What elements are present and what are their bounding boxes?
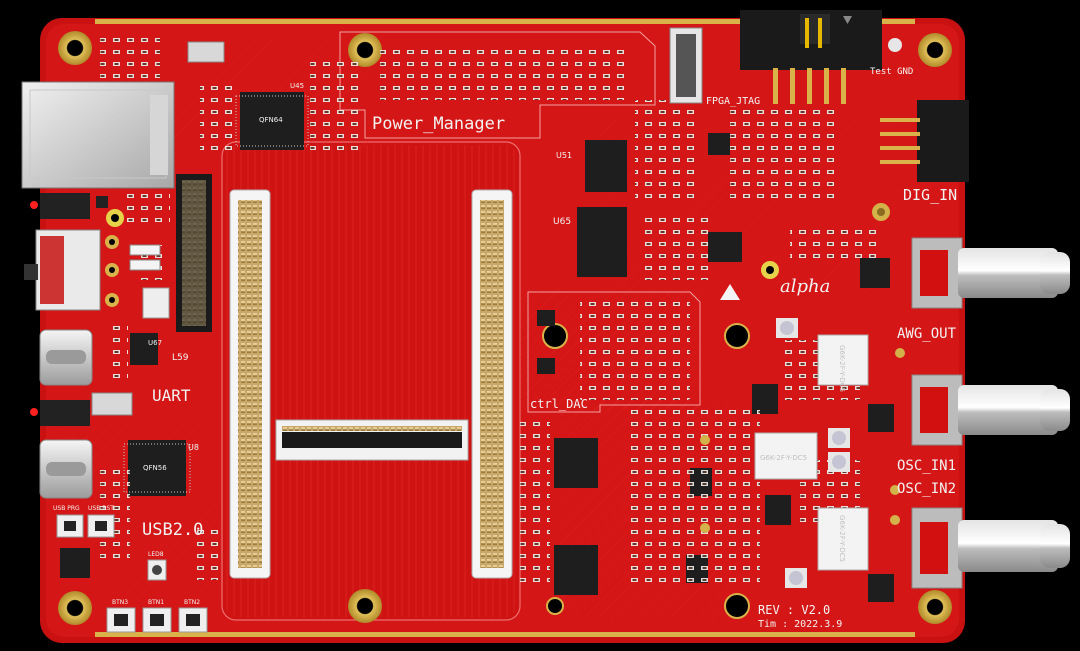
label-uart: UART [152, 386, 191, 405]
label-test-gnd: Test GND [870, 67, 913, 77]
chip-label-u45: U45 [290, 82, 304, 90]
ic-qfn64-u45 [235, 92, 309, 150]
bottom-edge-strip [95, 632, 915, 637]
label-fpga-jtag: FPGA_JTAG [706, 96, 760, 107]
trim-pot [828, 452, 850, 472]
ethernet-jack [21, 81, 175, 189]
label-btn1: BTN1 [148, 599, 164, 606]
label-btn3: BTN3 [112, 599, 128, 606]
button-btn3 [106, 607, 136, 633]
fpc-connector [275, 419, 469, 461]
jst-connector [142, 287, 170, 319]
mounting-hole [918, 590, 952, 624]
chip-label-qfn64: QFN64 [259, 116, 283, 124]
mounting-hole [918, 33, 952, 67]
fpga-jtag-header [669, 27, 703, 104]
silkscreen-labels: Power_Manager FPGA_JTAG Test GND DIG_IN … [53, 67, 957, 630]
usb-c-uart-connector [39, 329, 93, 386]
via-hole [724, 323, 750, 349]
esd-warning-icon [720, 284, 740, 300]
mounting-hole [58, 591, 92, 625]
label-usb-prg: USB PRG [53, 505, 80, 512]
ic-adc-2 [554, 545, 598, 595]
label-btn2: BTN2 [184, 599, 200, 606]
label-dig-in: DIG_IN [903, 186, 957, 204]
bnc-osc-in1 [911, 374, 1070, 446]
box-header [740, 10, 902, 104]
button-usb-rst [87, 514, 115, 538]
trim-pot [776, 318, 798, 338]
trim-pot [785, 568, 807, 588]
ic-adc-1 [554, 438, 598, 488]
ic-small [752, 384, 778, 414]
trim-pot [828, 428, 850, 448]
label-ctrl-dac: ctrl_DAC [530, 397, 588, 411]
usb-c-usb2-connector [39, 439, 93, 499]
label-usb-rst: USB RST [88, 505, 114, 512]
label-tim: Tim : 2022.3.9 [758, 619, 842, 630]
top-edge-strip [95, 19, 915, 24]
label-usb2: USB2.0 [142, 520, 203, 540]
ic-small [537, 358, 555, 374]
board-connector-right [471, 189, 513, 579]
ic-qfn56-u8 [123, 440, 191, 496]
led8 [147, 559, 167, 581]
mounting-holes [58, 31, 952, 625]
ic-small [708, 232, 742, 262]
ctrl-dac-outline [527, 291, 701, 413]
label-osc-in2: OSC_IN2 [897, 481, 956, 497]
ic-small [60, 548, 90, 578]
bnc-osc-in2 [911, 507, 1070, 589]
ic-small [708, 133, 730, 155]
push-buttons [56, 514, 208, 633]
label-power-manager: Power_Manager [372, 114, 505, 134]
ic-small [868, 404, 894, 432]
mounting-hole [348, 589, 382, 623]
power-switch [24, 229, 119, 311]
ic-chips [60, 92, 894, 602]
dig-in-header [880, 100, 969, 182]
ic-small [537, 310, 555, 326]
ic-u65 [577, 207, 627, 277]
via-hole [542, 323, 568, 349]
label-alpha-logo: alpha [780, 276, 830, 297]
chip-label-qfn56: QFN56 [143, 464, 167, 472]
label-awg-out: AWG_OUT [897, 326, 957, 342]
chip-label-u8: U8 [188, 443, 199, 452]
button-usb-prg [56, 514, 84, 538]
trim-pots [776, 318, 850, 588]
relay-1-label: G6K-2F-Y-DC5 [838, 345, 846, 392]
smd-components [100, 38, 880, 590]
button-btn1 [142, 607, 172, 633]
ic-small [868, 574, 894, 602]
relay-1 [817, 334, 869, 386]
bnc-awg-out [911, 237, 1070, 309]
label-led8: LED8 [148, 551, 164, 558]
relay-2 [754, 432, 818, 480]
jumper-headers [30, 193, 779, 426]
via-hole [724, 593, 750, 619]
vertical-pin-header [176, 174, 212, 332]
button-btn2 [178, 607, 208, 633]
relay-3-label: G6K-2F-Y-DC5 [838, 515, 846, 562]
chip-label-u51: U51 [556, 151, 572, 160]
ic-u51 [585, 140, 627, 192]
ic-small [765, 495, 791, 525]
relay-2-label: G6K-2F-Y-DC5 [760, 454, 807, 462]
label-rev: REV : V2.0 [758, 603, 830, 617]
inductors [91, 41, 225, 416]
mounting-hole [348, 33, 382, 67]
via-hole [546, 597, 564, 615]
relay-3 [817, 507, 869, 571]
board-connector-left [229, 189, 271, 579]
label-osc-in1: OSC_IN1 [897, 458, 956, 474]
chip-label-l59: L59 [172, 353, 189, 363]
ic-u67 [130, 333, 158, 365]
mounting-hole [58, 31, 92, 65]
chip-label-u67: U67 [148, 339, 162, 347]
chip-label-u65: U65 [553, 217, 571, 227]
test-points [700, 203, 905, 533]
